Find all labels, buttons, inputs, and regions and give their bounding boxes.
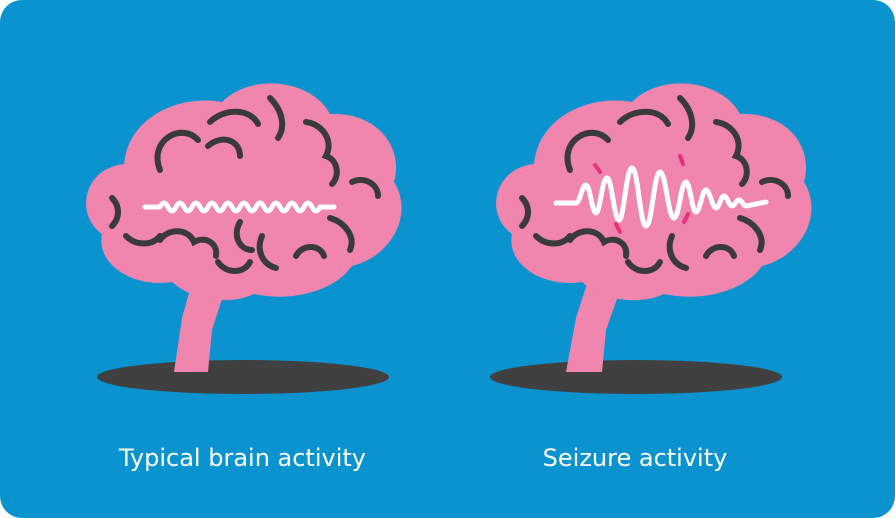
seizure-activity-caption: Seizure activity <box>460 444 810 472</box>
typical-activity-caption: Typical brain activity <box>70 444 415 472</box>
ground-shadow <box>490 360 782 394</box>
ground-shadow <box>97 360 389 394</box>
